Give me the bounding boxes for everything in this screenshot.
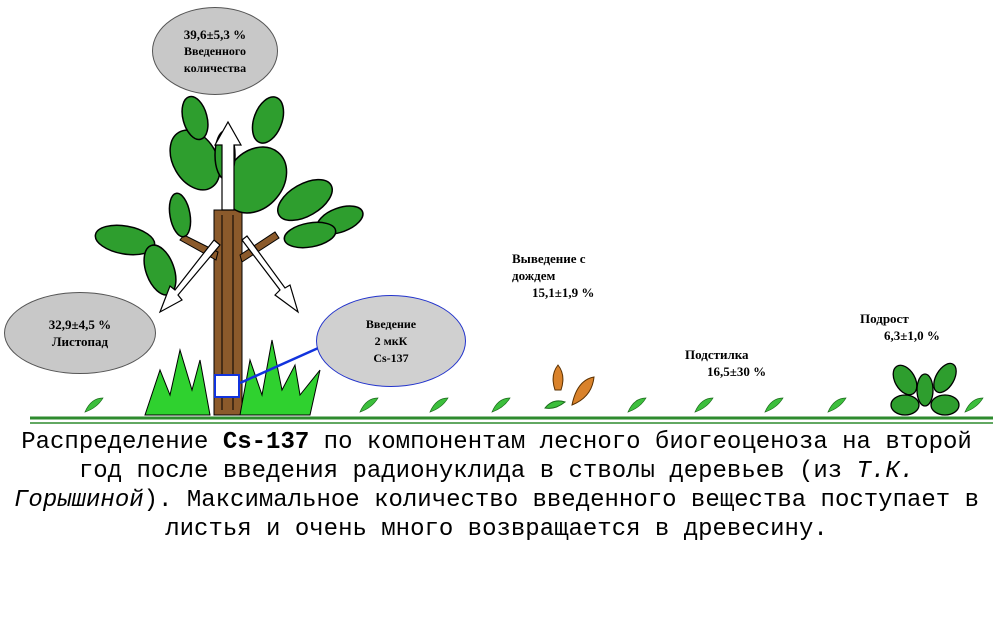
leaves-value: 39,6±5,3 %	[183, 26, 247, 42]
litter-name: Подстилка	[685, 347, 749, 362]
caption: Распределение Cs-137 по компонентам лесн…	[0, 428, 993, 544]
litter-value: 16,5±30 %	[707, 364, 767, 379]
rain-value: 15,1±1,9 %	[532, 285, 595, 300]
rain-label: Выведение с дождем 15,1±1,9 %	[512, 250, 594, 301]
forest-scene	[30, 95, 993, 424]
ground-line	[30, 416, 993, 424]
undergrowth-value: 6,3±1,0 %	[884, 328, 940, 343]
leaf-fall-oval: 32,9±4,5 % Листопад	[4, 292, 156, 374]
leaves-line1: Введенного	[183, 43, 247, 58]
injection-line1: Введение	[365, 316, 417, 331]
injection-point	[214, 374, 240, 398]
undergrowth-bush	[890, 362, 960, 416]
grass-sprouts	[84, 397, 984, 413]
arrow-up-icon	[213, 120, 243, 211]
litter-label: Подстилка 16,5±30 %	[685, 346, 766, 380]
arrow-down-left-icon	[158, 239, 221, 314]
leaf-fall-name: Листопад	[51, 334, 109, 349]
caption-text-2: по компонентам лесного биогеоценоза на в…	[78, 429, 972, 485]
white-arrows	[158, 120, 300, 314]
arrow-down-right-icon	[241, 235, 300, 314]
leaves-oval: 39,6±5,3 % Введенного количества	[152, 7, 278, 95]
undergrowth-name: Подрост	[860, 311, 909, 326]
caption-text-3: ). Максимальное количество введенного ве…	[143, 487, 979, 543]
leaf-fall-value: 32,9±4,5 %	[48, 317, 112, 332]
caption-isotope: Cs-137	[222, 429, 310, 456]
grass-clump	[144, 339, 321, 416]
injection-oval: Введение 2 мкК Cs-137	[316, 295, 466, 387]
caption-author: Т.К. Горышиной	[14, 458, 915, 514]
injection-pointer	[239, 343, 326, 385]
undergrowth-label: Подрост 6,3±1,0 %	[860, 310, 940, 344]
rain-line1: Выведение с	[512, 251, 586, 266]
injection-line2: 2 мкК	[374, 333, 408, 348]
injection-line3: Cs-137	[373, 350, 409, 365]
caption-text-1: Распределение	[21, 429, 223, 456]
rain-line2: дождем	[512, 268, 556, 283]
leaves-line2: количества	[183, 60, 247, 75]
fallen-oak-leaves	[544, 364, 595, 409]
